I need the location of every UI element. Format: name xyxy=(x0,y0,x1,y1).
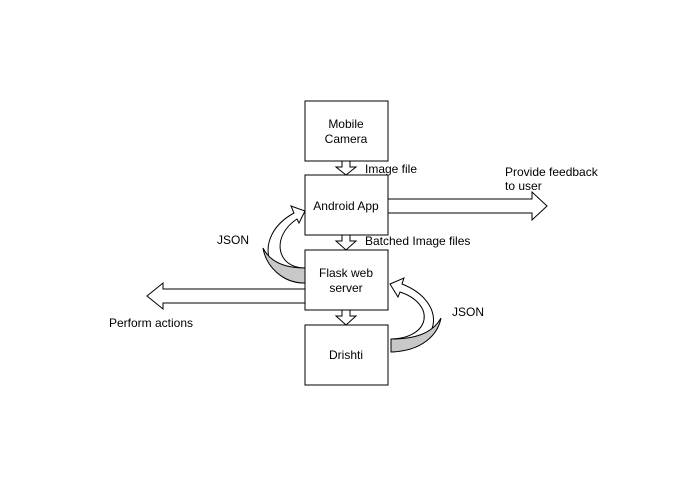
node-mobile-camera: Mobile Camera xyxy=(304,100,389,162)
arrow-camera-to-android xyxy=(334,160,358,176)
node-mobile-camera-line2: Camera xyxy=(325,132,368,146)
node-mobile-camera-line1: Mobile xyxy=(328,117,364,131)
node-drishti: Drishti xyxy=(304,324,389,386)
node-flask-line1: Flask web xyxy=(319,266,373,280)
node-flask-web-server: Flask web server xyxy=(304,249,389,311)
curved-arrow-json-right-shade xyxy=(390,317,442,353)
node-drishti-label: Drishti xyxy=(329,348,363,362)
label-perform-actions: Perform actions xyxy=(109,316,193,330)
label-image-file: Image file xyxy=(365,162,417,176)
arrow-provide-feedback xyxy=(387,190,548,222)
label-json-right: JSON xyxy=(452,305,484,319)
curved-arrow-json-left-shade xyxy=(262,247,306,284)
arrow-perform-actions xyxy=(146,281,306,311)
label-json-left: JSON xyxy=(217,233,249,247)
label-provide-feedback-line1: Provide feedback xyxy=(505,165,599,179)
node-android-app: Android App xyxy=(304,174,389,236)
node-flask-line2: server xyxy=(329,281,362,295)
label-batched-image-files: Batched Image files xyxy=(365,234,470,248)
label-provide-feedback-line2: to user xyxy=(505,179,542,193)
node-android-app-label: Android App xyxy=(313,199,379,213)
arrow-flask-to-drishti xyxy=(334,309,358,326)
arrow-android-to-flask xyxy=(334,234,358,251)
